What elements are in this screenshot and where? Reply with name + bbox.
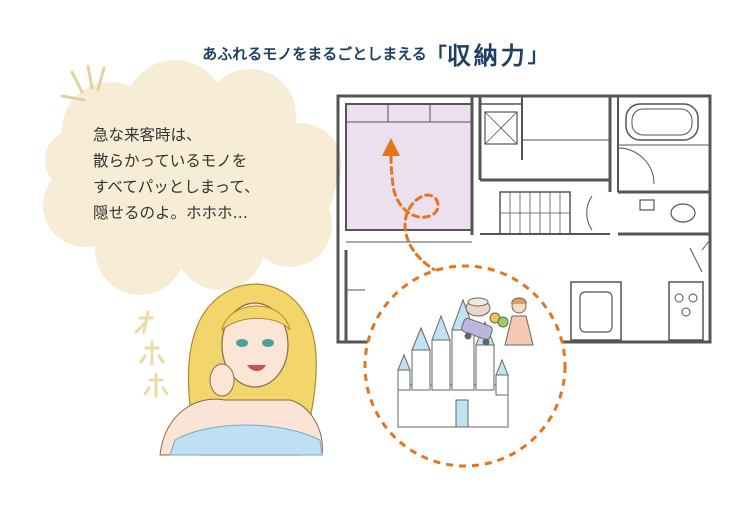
storage-room: [346, 104, 472, 230]
headline-main: 収納力: [446, 42, 528, 70]
headline-close-bracket: 」: [527, 43, 548, 67]
toilet-icon: [670, 203, 696, 223]
speech-line: 隠せるのよ。ホホホ…: [93, 204, 249, 222]
speech-line: 散らかっているモノを: [93, 152, 248, 170]
toy-car-icon: [461, 317, 493, 346]
bubble-shape: [43, 60, 342, 295]
pot-icon: [465, 297, 491, 317]
sink-icon: [579, 291, 613, 333]
laugh-marks: [134, 310, 169, 398]
burst-marks: [60, 64, 106, 102]
headline-sub: あふれるモノをまるごとしまえる: [202, 45, 427, 63]
speech-line: すべてパッとしまって、: [93, 178, 260, 196]
speech-text: 急な来客時は、 散らかっているモノを すべてパッとしまって、 隠せるのよ。ホホホ…: [93, 122, 323, 226]
fruit-icon: [489, 312, 509, 328]
bathtub-icon: [625, 103, 699, 141]
doll-icon: [504, 297, 534, 346]
character-illustration: [159, 283, 323, 456]
arrow-head: [382, 138, 400, 156]
arrow-path: [389, 150, 440, 274]
speech-line: 急な来客時は、: [93, 126, 202, 144]
headline-open-bracket: 「: [426, 43, 447, 67]
stove-icon: [674, 293, 684, 303]
headline: あふれるモノをまるごとしまえる「収納力」: [0, 36, 750, 71]
floor-plan: [336, 94, 712, 344]
